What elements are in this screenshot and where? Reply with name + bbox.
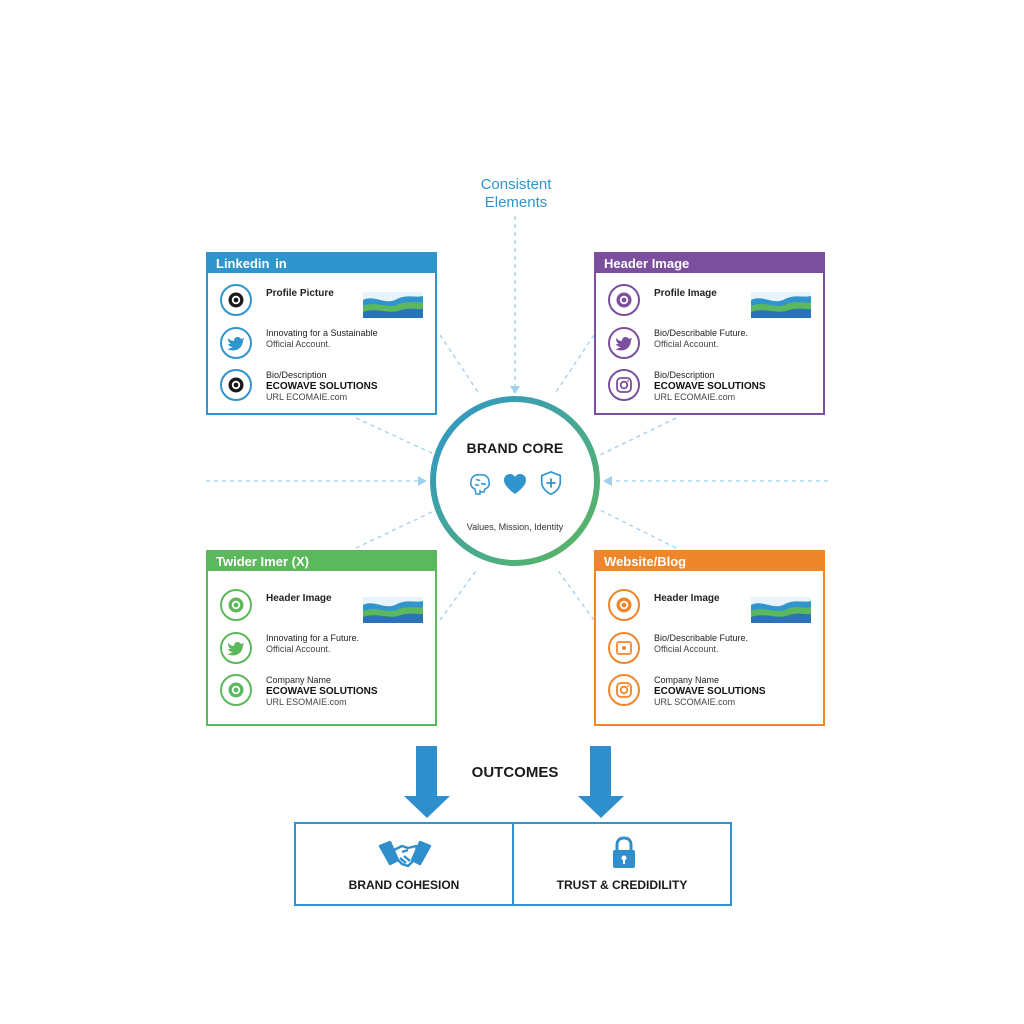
row-line3: URL ECOMAIE.com [654,392,736,402]
card-row: Bio/Describable Future.Official Account. [608,327,818,363]
card-header: Website/Blog [596,552,823,571]
lion-logo-icon [220,284,252,316]
row-line2: Official Account. [654,644,719,654]
row-line2: ECOWAVE SOLUTIONS [266,381,378,392]
consistent-label-line2: Elements [484,194,548,211]
card-row: Profile Image [608,284,818,320]
row-line2: Official Account. [654,339,719,349]
lion-logo-icon [220,674,252,706]
handshake-icon [378,840,432,868]
camera-icon [608,369,640,401]
outcome-arrows [404,746,624,818]
card-row: Profile Picture [220,284,430,320]
row-line2: ECOWAVE SOLUTIONS [654,381,766,392]
row-line1: Innovating for a Sustainable [266,328,378,338]
row-line2: ECOWAVE SOLUTIONS [266,686,378,697]
outcome-label: BRAND COHESION [348,878,460,892]
row-line1: Company Name [654,675,720,685]
header-image-thumbnail [363,292,423,318]
card-row: Header Image [608,589,818,625]
header-image-thumbnail [363,597,423,623]
linkedin-logo-icon: in [275,256,287,271]
lion-logo-icon [220,589,252,621]
card-header: Twider Imer (X) [208,552,435,571]
card-header: Linkedin in [208,254,435,273]
row-line1: Bio/Description [266,370,327,380]
card-row: Innovating for a Future.Official Account… [220,632,430,668]
row-line2: Official Account. [266,644,331,654]
header-image-thumbnail [751,597,811,623]
row-text: Header Image [266,590,332,604]
bird-icon [220,327,252,359]
row-text: Bio/Describable Future.Official Account. [654,633,748,655]
lion-logo-icon [608,589,640,621]
shield-plus-icon [540,470,562,496]
row-line1: Company Name [266,675,332,685]
outcome-label: TRUST & CREDIDILITY [556,878,688,892]
header-image-thumbnail [751,292,811,318]
row-line2: Official Account. [266,339,331,349]
row-text: Innovating for a Future.Official Account… [266,633,359,655]
row-line1: Bio/Description [654,370,715,380]
brain-icon [470,474,490,495]
row-line1: Bio/Describable Future. [654,328,749,338]
outcome-brand-cohesion: BRAND COHESION [294,822,514,906]
row-text: Header Image [654,590,720,604]
bird-icon [220,632,252,664]
card-title: Twider Imer (X) [216,554,309,569]
row-line1: Profile Picture [266,288,334,299]
card-title: Header Image [604,256,690,271]
outcomes-title: OUTCOMES [471,764,559,781]
row-line1: Bio/Describable Future. [654,633,749,643]
row-text: Profile Image [654,285,717,299]
outcome-trust-credibility: TRUST & CREDIDILITY [512,822,732,906]
row-line3: URL SCOMAIE.com [654,697,736,707]
consistent-elements-label: Consistent Elements [436,176,596,212]
row-line3: URL ESOMAIE.com [266,697,347,707]
bird-icon [608,327,640,359]
consistent-label-line1: Consistent [480,176,552,193]
row-line1: Header Image [654,593,720,604]
row-line1: Innovating for a Future. [266,633,360,643]
lion-logo-icon [608,284,640,316]
row-line2: ECOWAVE SOLUTIONS [654,686,766,697]
row-line1: Profile Image [654,288,717,299]
row-text: Bio/Describable Future.Official Account. [654,328,748,350]
card-title: Website/Blog [604,554,687,569]
brand-core-subtitle: Values, Mission, Identity [466,522,564,532]
brand-core-title: BRAND CORE [466,440,564,456]
row-line3: URL ECOMAIE.com [266,392,348,402]
lion-logo-icon [220,369,252,401]
card-header: Header Image [596,254,823,273]
card-row: Header Image [220,589,430,625]
row-line1: Header Image [266,593,332,604]
card-title: Linkedin [216,256,270,271]
lock-icon [613,836,635,868]
screen-icon [608,632,640,664]
card-row: Bio/Describable Future.Official Account. [608,632,818,668]
heart-icon [504,474,526,494]
camera-icon [608,674,640,706]
row-text: Profile Picture [266,285,334,299]
